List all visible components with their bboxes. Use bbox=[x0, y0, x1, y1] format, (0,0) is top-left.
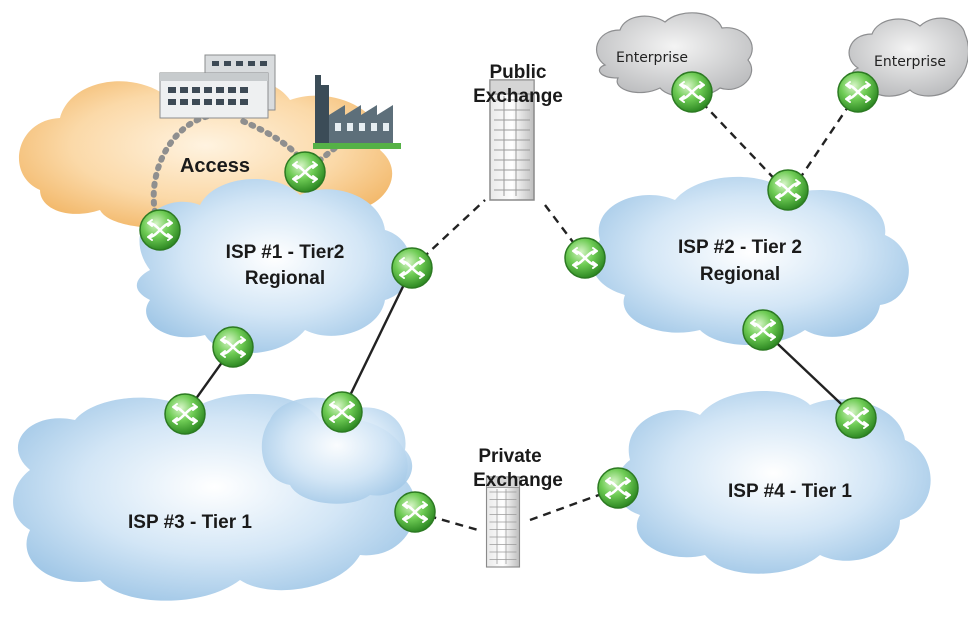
isp2-label-line1: ISP #2 - Tier 2 bbox=[678, 237, 802, 258]
link-private-exchange-isp4 bbox=[529, 486, 619, 522]
isp1-cloud bbox=[136, 178, 412, 354]
router-icon bbox=[836, 70, 880, 114]
link-isp3-private-exchange bbox=[414, 510, 479, 532]
link-public-exchange-isp2 bbox=[544, 204, 586, 259]
enterprise-cloud-left bbox=[596, 12, 753, 98]
router-icon bbox=[320, 390, 364, 434]
factory-icon bbox=[313, 75, 401, 149]
enterprise-left-label: Enterprise bbox=[616, 50, 688, 66]
router-icon bbox=[834, 396, 878, 440]
router-icon bbox=[390, 246, 434, 290]
link-enterprise-left-isp2 bbox=[691, 91, 786, 191]
router-icon bbox=[393, 490, 437, 534]
public-exchange-label-line2: Exchange bbox=[473, 86, 563, 107]
router-icon bbox=[563, 236, 607, 280]
link-isp2-isp4 bbox=[762, 329, 857, 419]
isp2-cloud bbox=[592, 176, 909, 345]
router-icon bbox=[283, 150, 327, 194]
router-icon bbox=[163, 392, 207, 436]
private-exchange-label-line2: Exchange bbox=[473, 470, 563, 491]
isp2-label-line2: Regional bbox=[700, 264, 780, 285]
public-exchange-label-line1: Public bbox=[489, 62, 546, 83]
isp3-cloud bbox=[13, 393, 416, 601]
isp1-label-line1: ISP #1 - Tier2 bbox=[226, 242, 345, 263]
router-icon bbox=[670, 70, 714, 114]
isp1-label-line2: Regional bbox=[245, 268, 325, 289]
office-building-icon bbox=[159, 54, 276, 119]
link-isp1-isp3-router bbox=[340, 267, 414, 413]
enterprise-right-label: Enterprise bbox=[874, 54, 946, 70]
router-icon bbox=[138, 208, 182, 252]
isp4-label: ISP #4 - Tier 1 bbox=[728, 481, 852, 502]
router-icon bbox=[596, 466, 640, 510]
router-icon bbox=[211, 325, 255, 369]
access-label: Access bbox=[180, 155, 250, 177]
router-icon bbox=[741, 308, 785, 352]
router-icon bbox=[766, 168, 810, 212]
isp3-label: ISP #3 - Tier 1 bbox=[128, 512, 252, 533]
private-exchange-label-line1: Private bbox=[478, 446, 541, 467]
